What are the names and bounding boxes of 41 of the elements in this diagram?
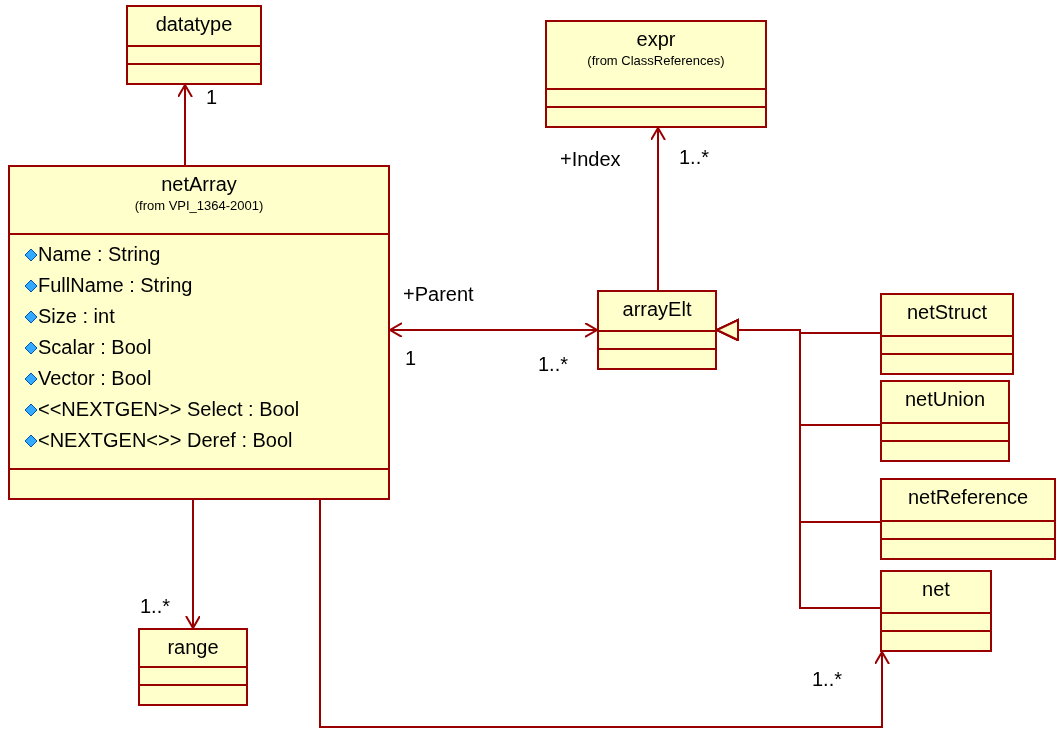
class-name: datatype	[155, 13, 233, 36]
association-arrow	[650, 127, 666, 291]
multiplicity-label: 1..*	[140, 595, 171, 618]
attribute-text: Size : int	[38, 305, 115, 328]
class-box	[880, 380, 1010, 462]
class-box	[545, 20, 767, 128]
role-label: +Index	[560, 148, 621, 171]
class-name: arrayElt	[622, 298, 692, 321]
attribute-text: <NEXTGEN<>> Deref : Bool	[38, 429, 293, 452]
class-box	[880, 570, 992, 652]
class-name: netArray	[161, 173, 237, 196]
package-note: (from VPI_1364-2001)	[134, 198, 264, 213]
attribute-text: FullName : String	[38, 274, 193, 297]
class-name: netReference	[907, 486, 1029, 509]
class-name: expr	[636, 28, 676, 51]
generalization-arrow	[716, 319, 881, 609]
attribute-text: Scalar : Bool	[38, 336, 152, 359]
association-arrow	[319, 499, 890, 728]
class-name: net	[922, 578, 950, 601]
multiplicity-label: 1..*	[679, 146, 710, 169]
association-arrow	[177, 84, 193, 166]
multiplicity-label: 1	[405, 347, 417, 370]
attribute-text: Vector : Bool	[38, 367, 152, 390]
package-note: (from ClassReferences)	[587, 53, 725, 68]
class-box	[8, 165, 390, 500]
multiplicity-label: 1	[206, 86, 218, 109]
class-name: netUnion	[904, 388, 986, 411]
multiplicity-label: 1..*	[538, 353, 569, 376]
association-arrow	[389, 322, 598, 338]
role-label: +Parent	[403, 283, 474, 306]
class-box	[880, 478, 1056, 560]
association-arrow	[185, 499, 201, 629]
attribute-text: Name : String	[38, 243, 161, 266]
multiplicity-label: 1..*	[812, 668, 843, 691]
class-box	[880, 293, 1014, 375]
class-box	[126, 5, 262, 85]
attribute-text: <<NEXTGEN>> Select : Bool	[38, 398, 300, 421]
class-name: netStruct	[906, 301, 987, 324]
class-box	[138, 628, 248, 706]
class-box	[597, 290, 717, 370]
class-name: range	[167, 636, 219, 659]
